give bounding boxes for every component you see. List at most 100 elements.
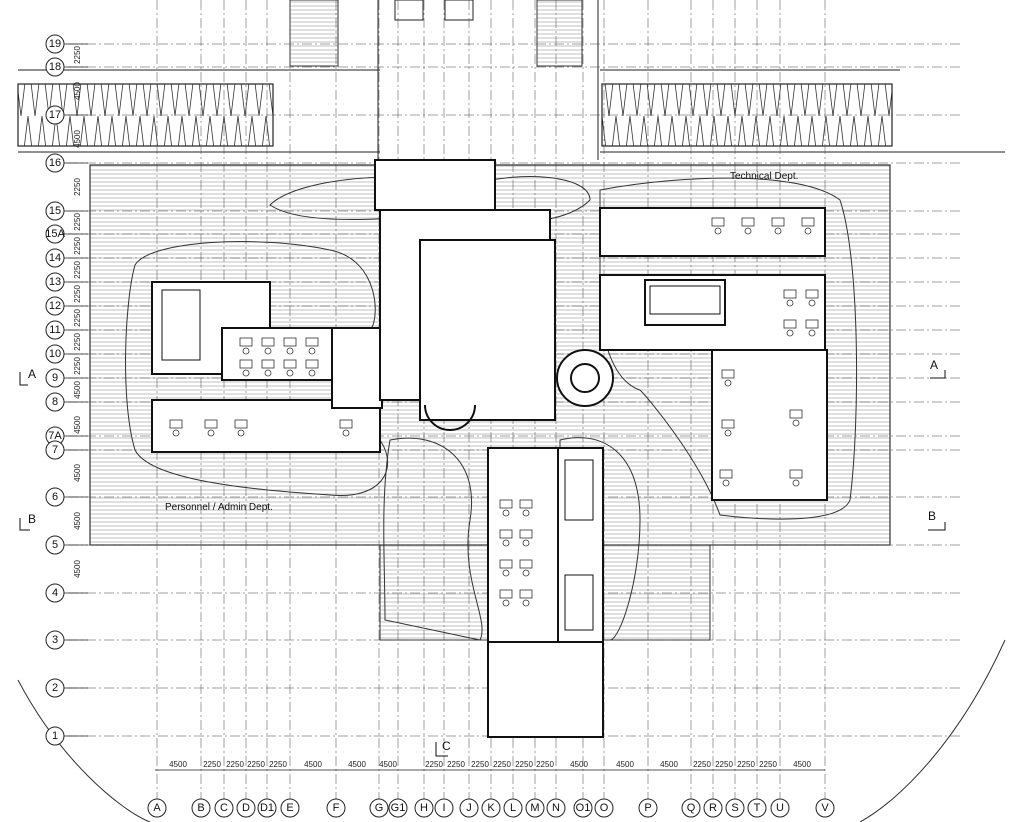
site-arcs — [17, 639, 1006, 822]
desk — [283, 359, 297, 369]
row-bubble-19: 19 — [45, 34, 88, 54]
chair — [774, 227, 782, 235]
row-label: 7 — [52, 444, 58, 456]
chair — [242, 347, 250, 355]
desk — [711, 217, 725, 227]
row-label: 8 — [52, 396, 58, 408]
row-dimension-label: 2250 — [73, 357, 82, 375]
chair — [308, 369, 316, 377]
column-bubble-d: D — [236, 798, 256, 818]
column-dimension-label: 2250 — [493, 760, 511, 769]
desk — [305, 359, 319, 369]
chair — [522, 599, 530, 607]
column-label: P — [644, 802, 651, 814]
chair — [744, 227, 752, 235]
column-label: U — [776, 802, 784, 814]
row-label: 2 — [52, 682, 58, 694]
chair — [786, 329, 794, 337]
row-bubble-4: 4 — [45, 583, 88, 603]
row-label: 13 — [49, 276, 61, 288]
column-dimension-label: 2250 — [471, 760, 489, 769]
row-bubble-12: 12 — [45, 296, 88, 316]
row-dimension-label: 4500 — [73, 464, 82, 482]
row-label: 7A — [48, 430, 62, 442]
row-bubble-2: 2 — [45, 678, 88, 698]
chair — [522, 569, 530, 577]
row-dimension-label: 2250 — [73, 333, 82, 351]
row-label: 16 — [49, 157, 61, 169]
column-bubble-r: R — [703, 798, 723, 818]
desk — [169, 419, 183, 429]
desk — [204, 419, 218, 429]
technical-dept-label: Technical Dept. — [730, 171, 798, 182]
desk — [519, 559, 533, 569]
column-dimension-label: 2250 — [226, 760, 244, 769]
column-label: E — [286, 802, 293, 814]
row-dimension-label: 2250 — [73, 213, 82, 231]
row-dimension-label: 2250 — [73, 261, 82, 279]
desk — [239, 337, 253, 347]
column-dimension-label: 2250 — [737, 760, 755, 769]
row-bubble-3: 3 — [45, 630, 88, 650]
row-label: 1 — [52, 730, 58, 742]
row-label: 11 — [49, 324, 60, 336]
column-bubble-h: H — [414, 798, 434, 818]
column-dimension-label: 2250 — [269, 760, 287, 769]
desk — [339, 419, 353, 429]
column-bubble-o1: O1 — [573, 798, 593, 818]
column-label: B — [197, 802, 204, 814]
row-dimension-label: 4500 — [73, 381, 82, 399]
row-label: 3 — [52, 634, 58, 646]
column-bubble-k: K — [481, 798, 501, 818]
row-dimension-label: 2250 — [73, 285, 82, 303]
section-marker-a-right: A — [930, 358, 938, 372]
row-bubble-11: 11 — [45, 320, 88, 340]
desk — [234, 419, 248, 429]
row-bubble-16: 16 — [45, 153, 88, 173]
chair — [522, 509, 530, 517]
chair — [792, 419, 800, 427]
row-label: 5 — [52, 539, 58, 551]
entrance-arch — [424, 404, 476, 431]
column-dimension-label: 2250 — [247, 760, 265, 769]
column-bubble-g: G — [369, 798, 389, 818]
row-bubble-15a: 15A — [45, 224, 88, 244]
desk — [805, 319, 819, 329]
column-dimension-label: 4500 — [379, 760, 397, 769]
section-marker-a-left: A — [28, 367, 36, 381]
desk — [771, 217, 785, 227]
column-bubble-f: F — [326, 798, 346, 818]
desk — [519, 499, 533, 509]
column-bubble-i: I — [434, 798, 454, 818]
chair — [286, 347, 294, 355]
desk — [721, 369, 735, 379]
column-label: S — [731, 802, 738, 814]
column-label: G1 — [391, 802, 406, 814]
column-label: A — [153, 802, 161, 814]
desk — [261, 337, 275, 347]
row-label: 9 — [52, 372, 58, 384]
row-label: 10 — [49, 348, 61, 360]
column-label: H — [420, 802, 428, 814]
column-label: M — [530, 802, 539, 814]
column-label: O1 — [576, 802, 591, 814]
row-label: 4 — [52, 587, 58, 599]
column-bubble-o: O — [594, 798, 614, 818]
column-label: Q — [687, 802, 696, 814]
column-dimension-label: 2250 — [759, 760, 777, 769]
desk — [499, 499, 513, 509]
row-bubble-6: 6 — [45, 487, 88, 507]
row-label: 17 — [49, 109, 61, 121]
column-label: F — [333, 802, 340, 814]
chair — [724, 379, 732, 387]
row-bubble-7: 7 — [45, 440, 88, 460]
chair — [308, 347, 316, 355]
chair — [714, 227, 722, 235]
column-label: D — [242, 802, 250, 814]
column-dimension-label: 4500 — [570, 760, 588, 769]
row-label: 19 — [49, 38, 61, 50]
column-label: D1 — [260, 802, 274, 814]
row-dimensions: 2250450045002250225022502250225022502250… — [73, 46, 82, 578]
desk — [261, 359, 275, 369]
